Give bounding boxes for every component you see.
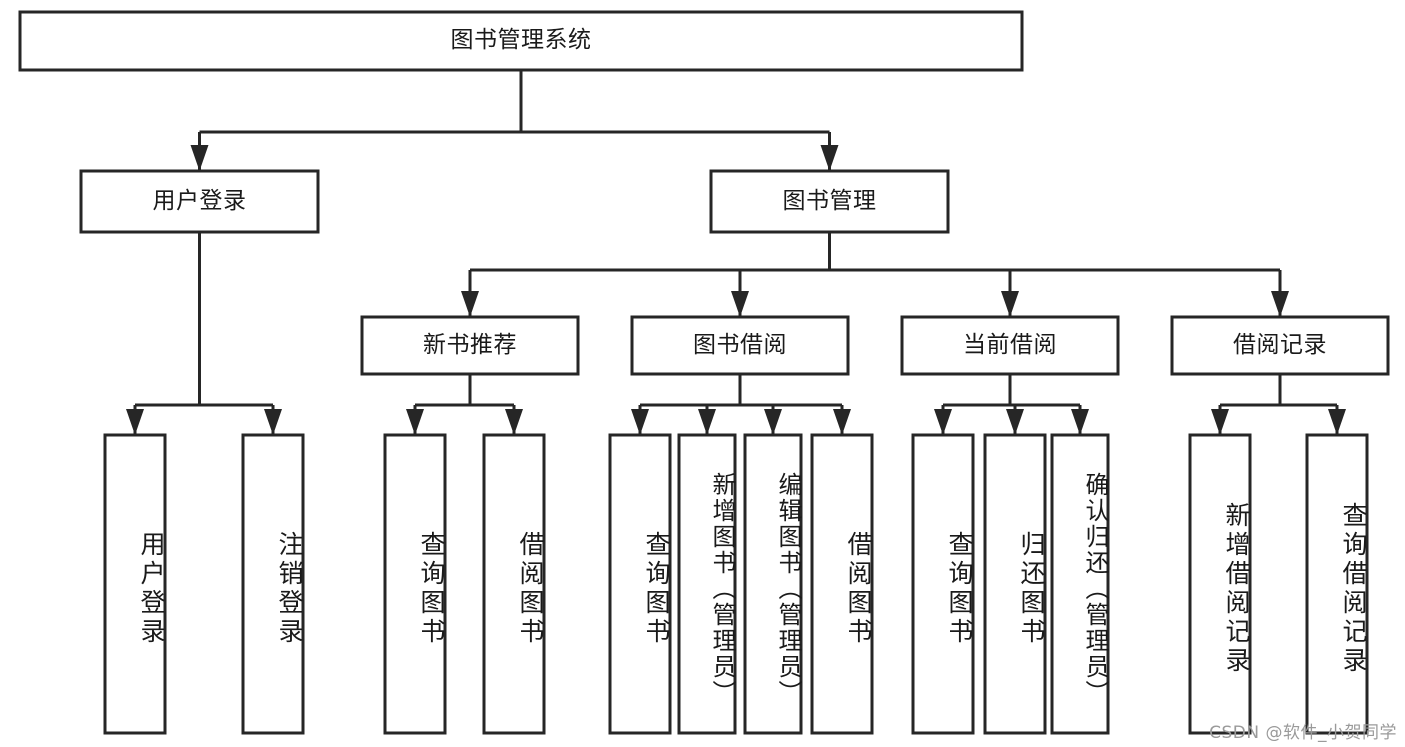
node-box-book-manage[interactable] — [709, 169, 950, 234]
arrow-head-icon — [264, 409, 282, 435]
node-box-leaf-add-book[interactable] — [677, 433, 737, 735]
node-box-leaf-edit-book[interactable] — [743, 433, 803, 735]
arrow-head-icon — [1211, 409, 1229, 435]
arrow-head-icon — [934, 409, 952, 435]
arrow-head-icon — [406, 409, 424, 435]
node-box-leaf-return-book[interactable] — [983, 433, 1047, 735]
node-box-leaf-confirm-return[interactable] — [1050, 433, 1110, 735]
arrow-head-icon — [1071, 409, 1089, 435]
node-box-layer — [18, 10, 1390, 735]
arrow-head-icon — [764, 409, 782, 435]
arrow-head-icon — [461, 291, 479, 317]
arrow-head-icon — [1006, 409, 1024, 435]
node-box-leaf-query-record[interactable] — [1305, 433, 1369, 735]
arrow-head-icon — [190, 145, 209, 171]
node-box-new-book-rec[interactable] — [360, 315, 580, 376]
node-box-leaf-query-book-3[interactable] — [911, 433, 975, 735]
watermark-text: CSDN @软件_小贺同学 — [1209, 723, 1397, 743]
arrow-head-icon — [833, 409, 851, 435]
node-box-root[interactable] — [18, 10, 1024, 72]
node-box-leaf-borrow-book-2[interactable] — [810, 433, 874, 735]
arrow-head-icon — [1328, 409, 1346, 435]
arrow-head-icon — [631, 409, 649, 435]
arrow-head-icon — [1271, 291, 1289, 317]
arrow-head-icon — [698, 409, 716, 435]
node-box-borrow-record[interactable] — [1170, 315, 1390, 376]
arrow-head-icon — [126, 409, 144, 435]
node-box-leaf-user-login[interactable] — [103, 433, 167, 735]
node-box-leaf-query-book-2[interactable] — [608, 433, 672, 735]
node-box-leaf-query-book-1[interactable] — [383, 433, 447, 735]
arrow-head-icon — [820, 145, 839, 171]
node-box-leaf-logout[interactable] — [241, 433, 305, 735]
arrow-head-icon — [1001, 291, 1019, 317]
arrow-head-icon — [731, 291, 749, 317]
node-box-leaf-add-record[interactable] — [1188, 433, 1252, 735]
arrow-head-icon — [505, 409, 523, 435]
node-box-leaf-borrow-book-1[interactable] — [482, 433, 546, 735]
node-box-user-login[interactable] — [79, 169, 320, 234]
node-box-current-borrow[interactable] — [900, 315, 1120, 376]
node-box-book-borrow[interactable] — [630, 315, 850, 376]
connector-layer — [126, 70, 1346, 435]
